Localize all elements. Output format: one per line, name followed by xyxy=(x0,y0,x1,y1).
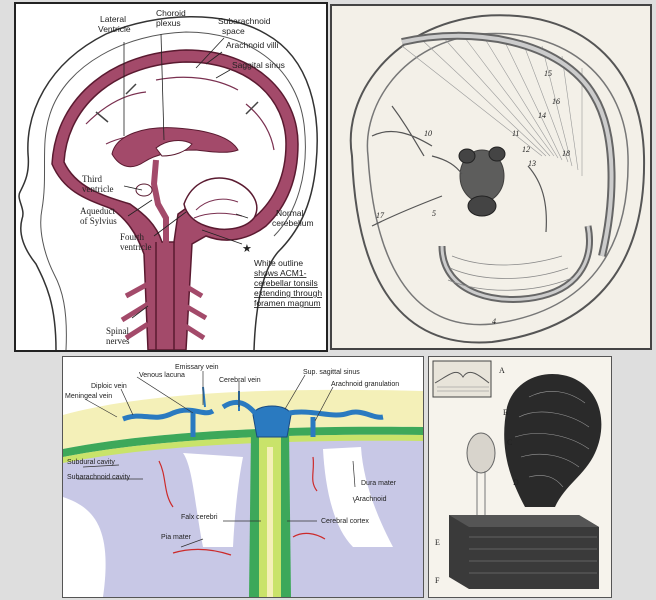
label-meningeal-vein: Meningeal vein xyxy=(65,393,112,400)
choroid-plexus-line1: Choroid xyxy=(156,8,186,18)
normal-cerebellum-line2: cerebellum xyxy=(272,218,314,228)
aqueduct-line2: of Sylvius xyxy=(80,216,117,226)
sagittal-sinus xyxy=(402,36,612,256)
letter-C: C xyxy=(507,438,512,447)
white-outline-line2: shows ACM1- xyxy=(254,268,307,278)
third-ventricle-line2: ventricle xyxy=(82,184,113,194)
number-12: 12 xyxy=(522,145,530,154)
label-dura-mater: Dura mater xyxy=(361,480,397,487)
dural-sinus-engraving: 10 11 12 13 14 15 16 17 18 5 4 xyxy=(330,4,652,350)
number-18: 18 xyxy=(562,149,570,158)
label-diploic-vein: Diploic vein xyxy=(91,383,127,390)
lateral-ventricle-line1: Lateral xyxy=(100,14,126,24)
label-subdural-cavity: Subdural cavity xyxy=(67,459,115,466)
letter-F: F xyxy=(435,576,440,585)
subarachnoid-space-line2: space xyxy=(222,26,245,36)
white-outline-line3: cerebellar tonsils xyxy=(254,278,318,288)
choroid-plexus-line2: plexus xyxy=(156,18,181,28)
label-lateral-ventricle: Lateral Ventricle xyxy=(98,14,131,34)
star-marker: ★ xyxy=(242,243,252,255)
white-outline-line4: extending through xyxy=(254,288,322,298)
letter-A: A xyxy=(499,366,505,375)
subarachnoid-space-line1: Subarachnoid xyxy=(218,16,271,26)
number-13: 13 xyxy=(528,159,536,168)
fourth-ventricle-line2: ventricle xyxy=(120,242,151,252)
label-normal-cerebellum: Normal cerebellum xyxy=(272,208,314,228)
white-outline-line5: foramen magnum xyxy=(254,298,321,308)
meninges-diagram: Emissary vein Venous lacuna Diploic vein… xyxy=(62,356,424,598)
label-white-outline: White outline shows ACM1- cerebellar ton… xyxy=(254,258,324,308)
label-cerebral-cortex: Cerebral cortex xyxy=(321,518,369,525)
aqueduct-line1: Aqueduct xyxy=(80,206,115,216)
letter-D: D xyxy=(513,478,519,487)
letter-B: B xyxy=(503,408,508,417)
label-venous-lacuna: Venous lacuna xyxy=(139,372,185,379)
small-villus xyxy=(467,433,495,473)
label-choroid-plexus: Choroid plexus xyxy=(156,8,188,28)
normal-cerebellum-line1: Normal xyxy=(276,208,304,218)
label-emissary-vein: Emissary vein xyxy=(175,364,219,371)
label-pia-mater: Pia mater xyxy=(161,534,192,541)
spinal-nerves-line2: nerves xyxy=(106,336,130,346)
number-10: 10 xyxy=(424,129,432,138)
number-15: 15 xyxy=(544,69,552,78)
number-11: 11 xyxy=(512,129,519,138)
number-16: 16 xyxy=(552,97,560,106)
label-arachnoid-villi: Arachnoid villi xyxy=(226,40,279,50)
sagittal-sinus-shape xyxy=(253,406,291,437)
csf-flow-diagram: Lateral Ventricle Choroid plexus Subarac… xyxy=(14,2,328,352)
arachnoid-granulation-engraving: A B C D E F xyxy=(428,356,612,598)
number-5: 5 xyxy=(432,209,436,218)
lateral-ventricle-line2: Ventricle xyxy=(98,24,131,34)
label-arachnoid-granulation: Arachnoid granulation xyxy=(331,381,399,388)
label-arachnoid: Arachnoid xyxy=(355,496,387,503)
letter-E: E xyxy=(435,538,440,547)
number-4: 4 xyxy=(492,317,496,326)
label-aqueduct: Aqueduct of Sylvius xyxy=(80,206,117,226)
cavernous-sinus xyxy=(459,147,505,216)
label-subarachnoid-cavity: Subarachnoid cavity xyxy=(67,474,131,481)
label-saggital-sinus: Saggital sinus xyxy=(232,60,285,70)
fourth-ventricle-line1: Fourth xyxy=(120,232,145,242)
number-17: 17 xyxy=(376,211,385,220)
white-outline-line1: White outline xyxy=(254,258,303,268)
number-14: 14 xyxy=(538,111,546,120)
label-cerebral-vein: Cerebral vein xyxy=(219,377,261,384)
label-spinal-nerves: Spinal nerves xyxy=(106,326,131,346)
third-ventricle-line1: Third xyxy=(82,174,102,184)
spinal-nerves-line1: Spinal xyxy=(106,326,130,336)
label-sup-sagittal-sinus: Sup. sagittal sinus xyxy=(303,369,360,376)
label-falx-cerebri: Falx cerebri xyxy=(181,514,218,521)
